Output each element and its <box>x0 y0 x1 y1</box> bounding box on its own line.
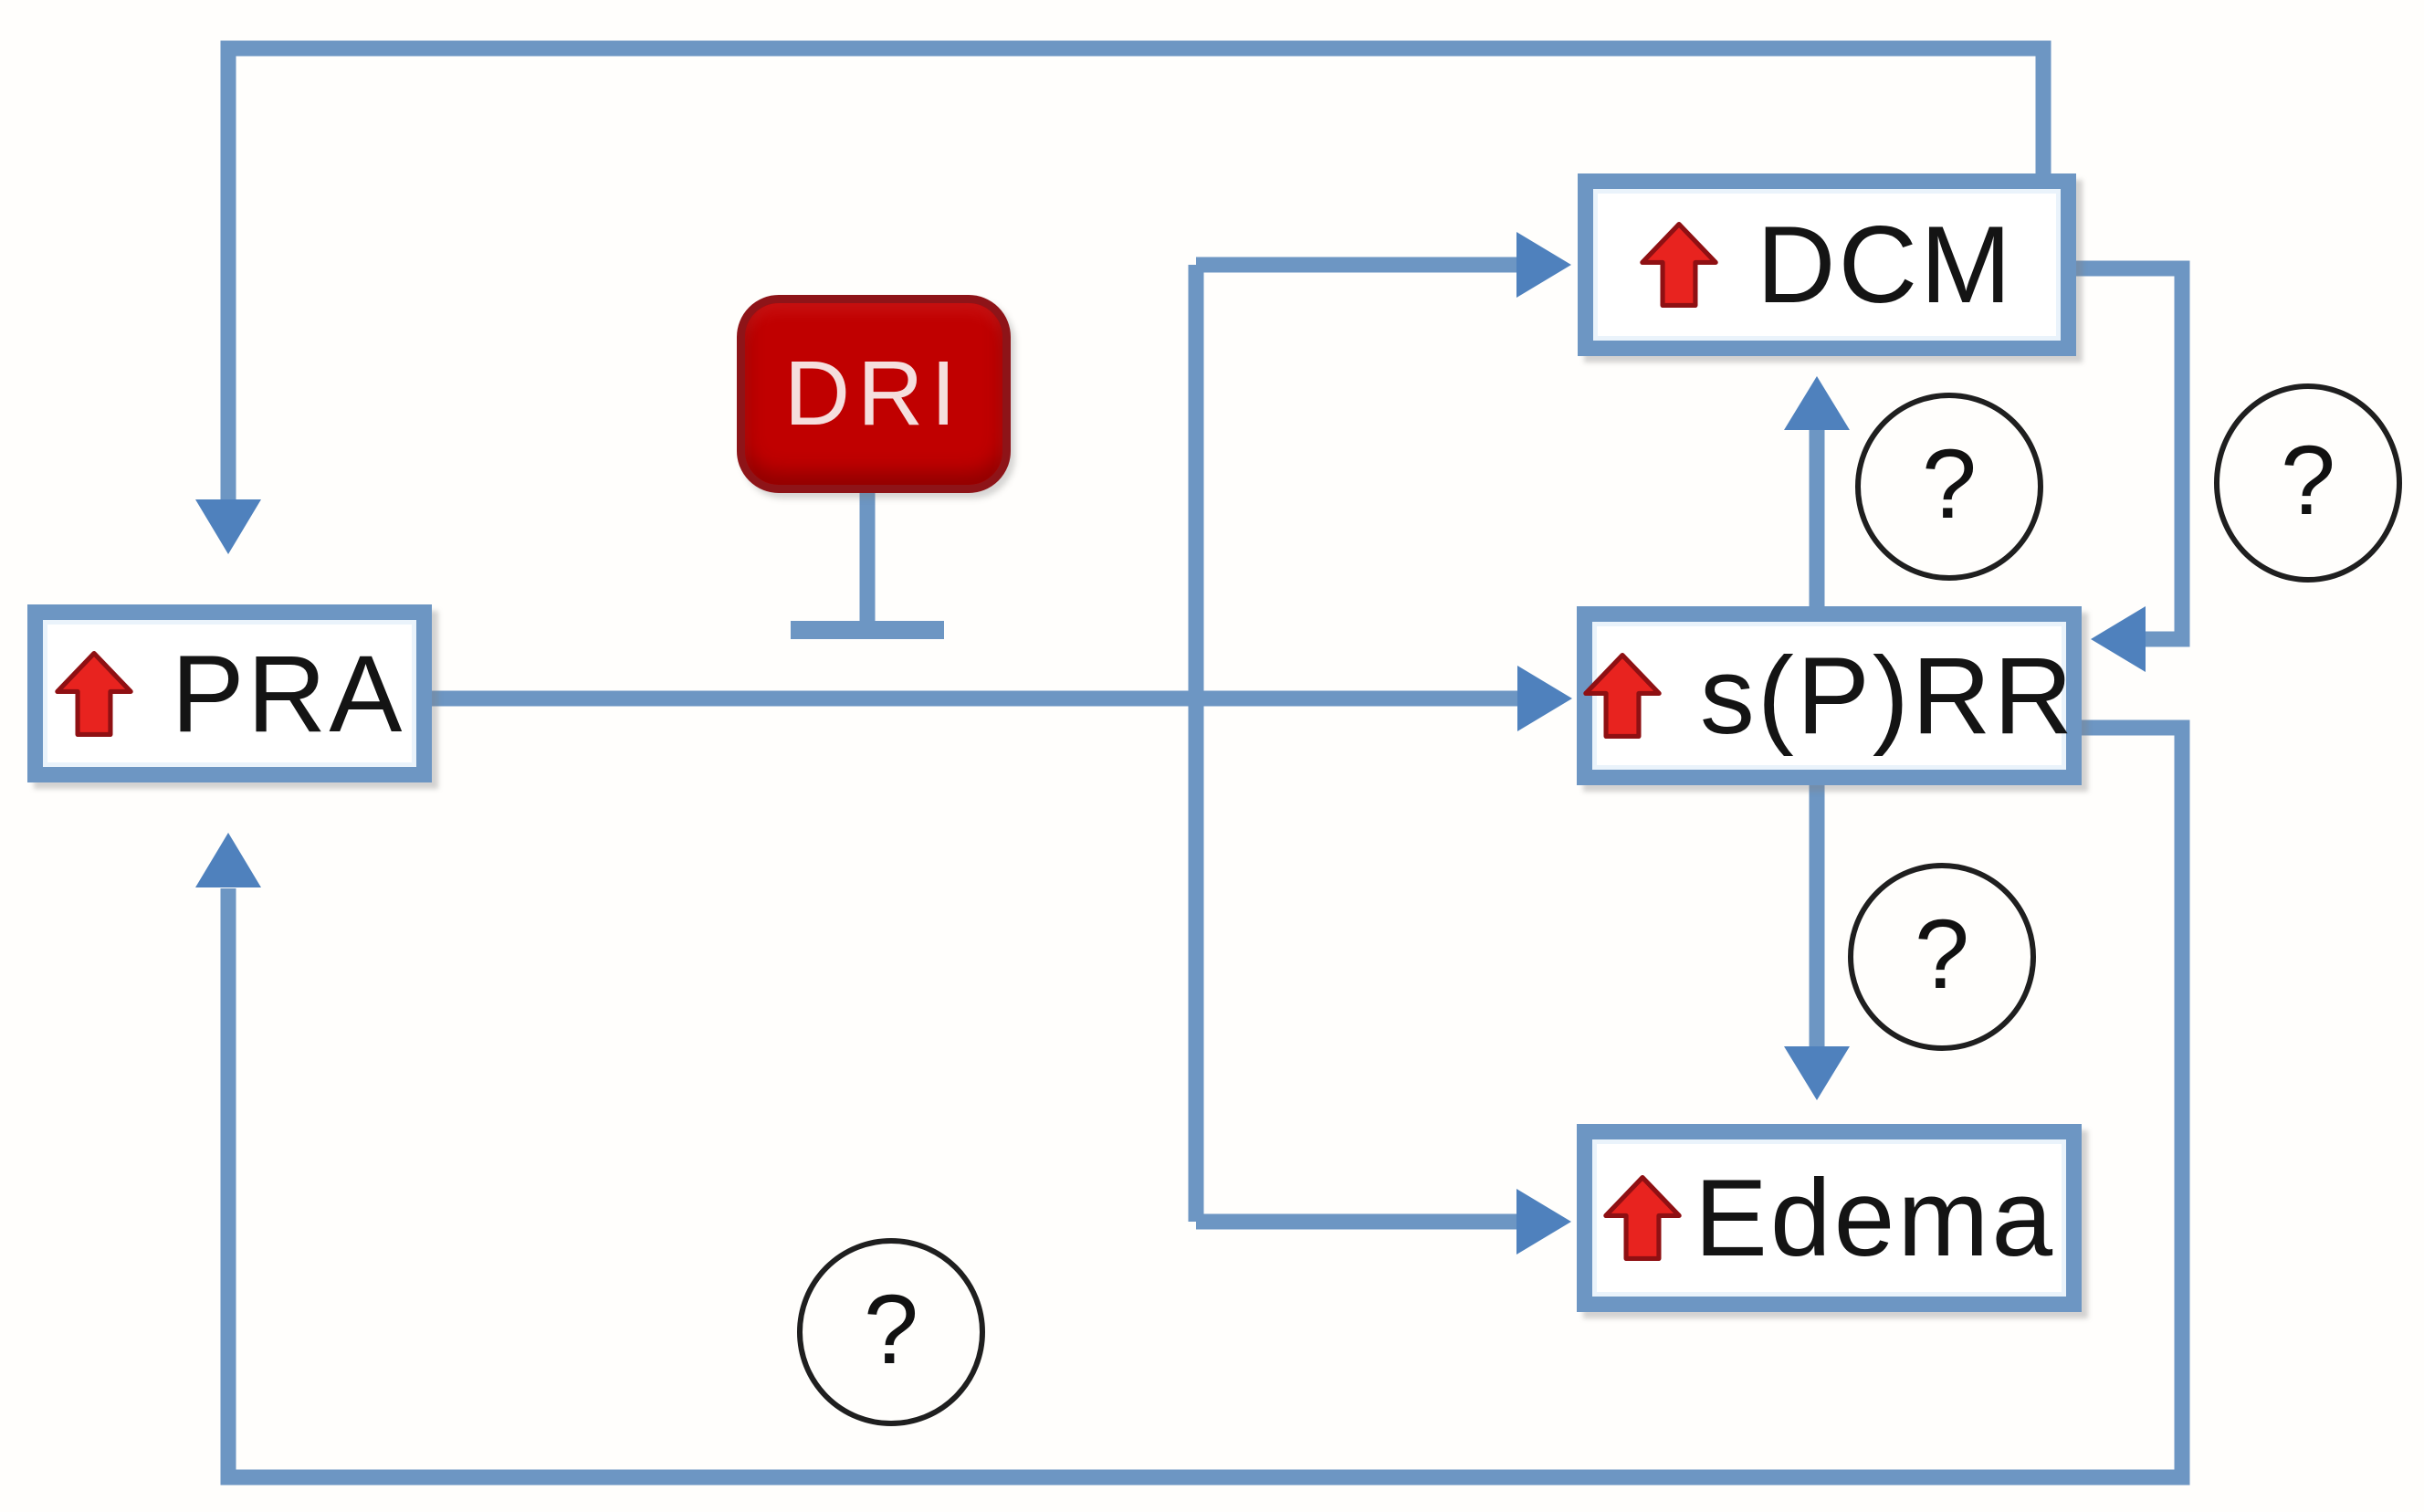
node-dcm-label: DCM <box>1756 204 2015 326</box>
node-sprr-label: s(P)RR <box>1699 635 2076 757</box>
increase-arrow-icon <box>1640 222 1718 308</box>
arrowhead-right-into-dcm <box>1516 232 1571 298</box>
node-dcm: DCM <box>1578 173 2076 356</box>
question-badge-sprr-to-edema: ? <box>1848 863 2036 1051</box>
arrowhead-down-into-edema <box>1784 1046 1850 1100</box>
edge-sprr-to-pra <box>220 719 2190 1486</box>
node-dri-label: DRI <box>783 342 964 445</box>
question-badge-sprr-to-pra: ? <box>797 1238 985 1426</box>
arrowhead-up-into-pra <box>195 833 261 887</box>
node-sprr: s(P)RR <box>1577 606 2082 785</box>
node-edema-label: Edema <box>1694 1157 2056 1279</box>
increase-arrow-icon <box>1603 1175 1682 1261</box>
edge-dcm-to-sprr <box>2076 260 2190 647</box>
increase-arrow-icon <box>1583 653 1662 739</box>
arrowhead-left-into-sprr <box>2091 606 2146 672</box>
arrowhead-right-into-edema <box>1516 1189 1571 1255</box>
node-edema: Edema <box>1577 1124 2082 1312</box>
question-badge-sprr-to-dcm: ? <box>1855 393 2043 581</box>
arrowhead-down-into-pra <box>195 499 261 554</box>
node-pra: PRA <box>27 604 432 782</box>
edge-dcm-to-pra <box>220 40 2051 499</box>
arrowhead-up-into-dcm <box>1784 376 1850 430</box>
question-mark-label: ? <box>2280 424 2336 535</box>
question-mark-label: ? <box>863 1273 919 1384</box>
node-dri: DRI <box>737 295 1011 493</box>
arrowhead-right-into-sprr <box>1517 666 1572 731</box>
question-mark-label: ? <box>1914 898 1970 1009</box>
node-pra-label: PRA <box>171 632 405 755</box>
question-mark-label: ? <box>1921 427 1978 539</box>
increase-arrow-icon <box>54 650 133 737</box>
question-badge-dcm-to-sprr: ? <box>2214 383 2402 583</box>
